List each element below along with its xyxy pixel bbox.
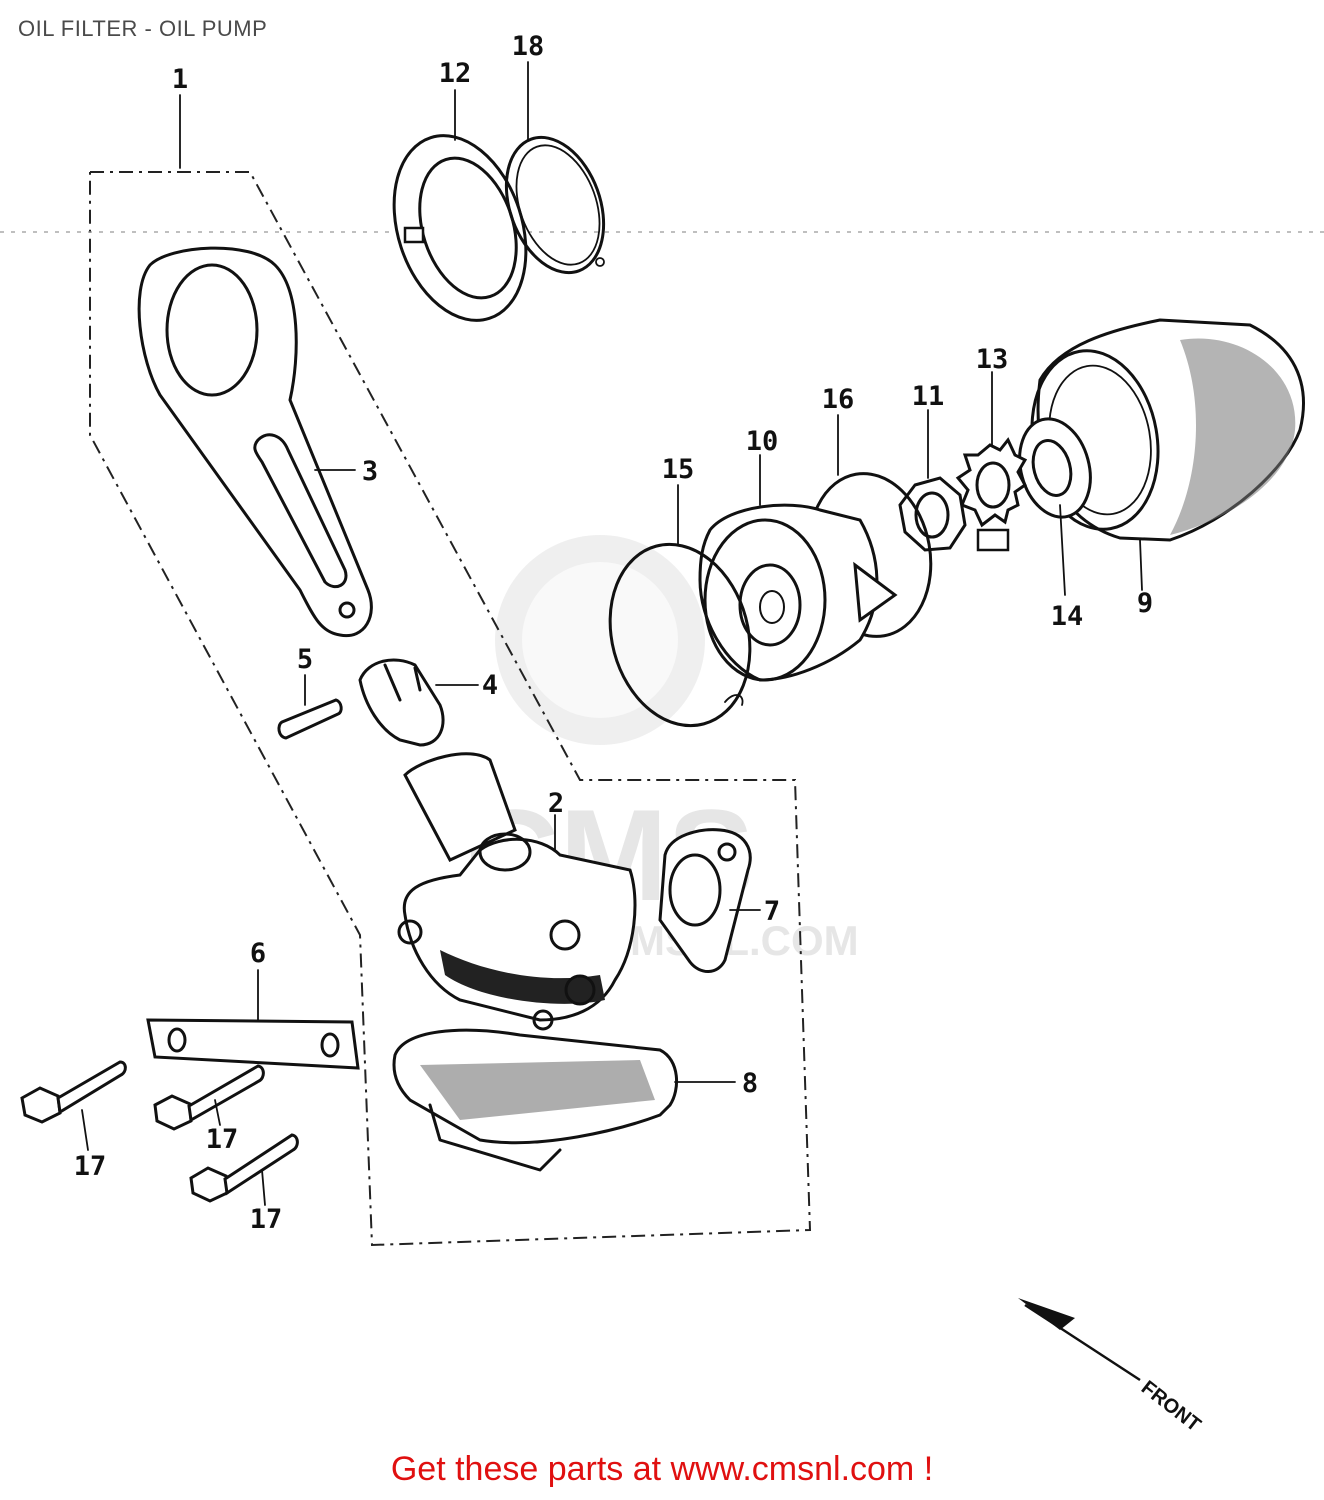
callout-5: 5: [297, 644, 313, 675]
callout-8: 8: [742, 1068, 758, 1099]
page-title: OIL FILTER - OIL PUMP: [18, 16, 268, 41]
part-6-plate: [146, 1018, 360, 1070]
callout-3: 3: [362, 456, 378, 487]
part-15-circlip: [608, 542, 752, 728]
part-7-gasket: [658, 828, 752, 973]
part-17-bolt-c: [189, 1133, 299, 1203]
part-18-circlip: [504, 135, 606, 275]
part-3-bracket: [137, 246, 373, 638]
callouts: 1 2 3 4 5 6 7 8 9 10 11 12 13 14 15 16 1…: [74, 31, 1153, 1235]
part-17-bolt-b: [153, 1064, 265, 1131]
part-4-drive-joint: [358, 658, 445, 747]
callout-17b: 17: [206, 1124, 239, 1155]
callout-1: 1: [172, 64, 188, 95]
callout-10: 10: [746, 426, 779, 457]
part-9-filter-cap: [1030, 318, 1305, 542]
part-10-filter-rotor: [698, 503, 898, 682]
part-2-pump-body: [397, 752, 637, 1031]
part-5-pin: [277, 698, 343, 740]
callout-17a: 17: [74, 1151, 107, 1182]
callout-16: 16: [822, 384, 855, 415]
part-12-washer: [392, 134, 528, 322]
callout-6: 6: [250, 938, 266, 969]
callout-15: 15: [662, 454, 695, 485]
callout-12: 12: [439, 58, 472, 89]
leader-lines: [81, 61, 1143, 1206]
callout-17c: 17: [250, 1204, 283, 1235]
arrowhead-icon: [1018, 1298, 1075, 1330]
front-label: FRONT: [1137, 1377, 1205, 1437]
footer-link-text: Get these parts at www.cmsnl.com !: [390, 1450, 934, 1488]
parts-diagram: CMS WWW.CMSNL.COM: [0, 31, 1324, 1436]
callout-9: 9: [1137, 588, 1153, 619]
callout-2: 2: [548, 788, 564, 819]
callout-14: 14: [1051, 601, 1084, 632]
callout-13: 13: [976, 344, 1009, 375]
part-17-bolt-a: [20, 1060, 127, 1124]
front-arrow: FRONT: [1018, 1298, 1205, 1436]
part-11-nut: [898, 476, 967, 552]
part-13-lock-washer: [955, 437, 1028, 552]
callout-11: 11: [912, 381, 945, 412]
assembly-boundary: [89, 171, 812, 1247]
callout-18: 18: [512, 31, 545, 62]
callout-4: 4: [482, 670, 498, 701]
callout-7: 7: [764, 896, 780, 927]
part-8-strainer: [392, 1028, 679, 1172]
